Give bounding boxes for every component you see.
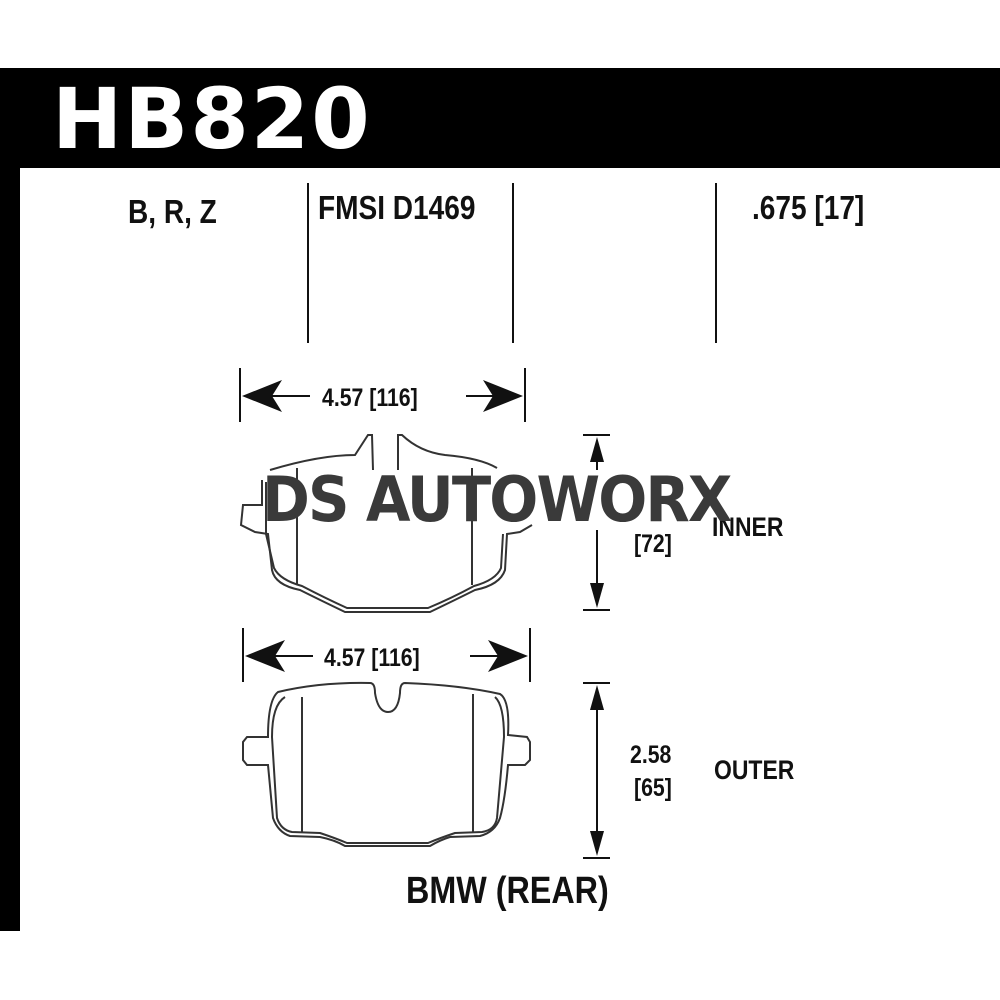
fmsi-number: FMSI D1469 bbox=[318, 189, 476, 226]
outer-height-metric-label: [65] bbox=[634, 774, 672, 802]
arrow-right-icon bbox=[483, 380, 523, 412]
arrow-up-icon bbox=[590, 685, 604, 710]
compound-codes: B, R, Z bbox=[128, 193, 217, 230]
arrow-left-icon bbox=[245, 640, 285, 672]
inner-height-metric-label: [72] bbox=[634, 530, 672, 558]
divider-line-2 bbox=[512, 183, 514, 343]
outer-position-label: OUTER bbox=[714, 755, 795, 785]
part-number-title: HB820 bbox=[52, 70, 372, 168]
divider-line-3 bbox=[715, 183, 717, 343]
arrow-down-icon bbox=[590, 831, 604, 856]
vehicle-application: BMW (REAR) bbox=[406, 870, 609, 912]
outer-height-in-label: 2.58 bbox=[630, 741, 672, 769]
outer-width-label: 4.57 [116] bbox=[324, 644, 420, 672]
outer-pad-outline bbox=[242, 681, 531, 847]
divider-line-1 bbox=[307, 183, 309, 343]
inner-position-label: INNER bbox=[712, 512, 784, 542]
inner-width-label: 4.57 [116] bbox=[322, 384, 418, 412]
watermark-logo: DS AUTOWORX bbox=[262, 463, 732, 536]
pad-thickness: .675 [17] bbox=[752, 189, 865, 226]
left-border-bar bbox=[0, 168, 20, 931]
arrow-right-icon bbox=[488, 640, 528, 672]
arrow-down-icon bbox=[590, 583, 604, 608]
header-bar bbox=[0, 68, 1000, 168]
arrow-up-icon bbox=[590, 437, 604, 462]
inner-pad-outline bbox=[239, 434, 533, 613]
arrow-left-icon bbox=[242, 380, 282, 412]
